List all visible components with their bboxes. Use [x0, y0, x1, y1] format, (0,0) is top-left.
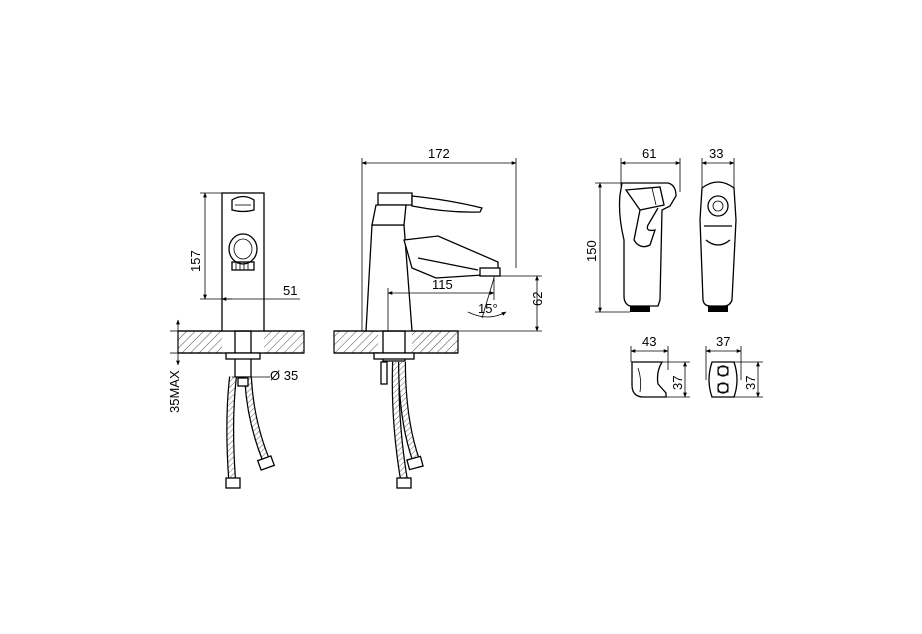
front-hole-label: Ø 35: [270, 368, 298, 383]
holder-plate-width-label: 37: [716, 334, 730, 349]
side-view: 172 115 15° 62: [333, 146, 545, 489]
side-spout-height-label: 62: [530, 292, 545, 306]
holder-height-label: 37: [670, 376, 685, 390]
front-height-label: 157: [188, 250, 203, 272]
holder-plate-height-label: 37: [743, 376, 758, 390]
front-max-label: 35MAX: [167, 370, 182, 413]
hand-shower-front: [699, 181, 737, 307]
holder: 43 37 37 37: [630, 334, 763, 398]
side-length-label: 172: [428, 146, 450, 161]
side-reach-label: 115: [432, 277, 453, 292]
hand-shower: 61 33 150: [584, 146, 737, 313]
front-view: 157 51 Ø 35 35MAX: [167, 192, 305, 489]
hand-shower-depth-label: 33: [709, 146, 723, 161]
hand-shower-width-label: 61: [642, 146, 656, 161]
holder-side: [631, 361, 667, 398]
side-angle-label: 15°: [478, 301, 498, 316]
front-spout-offset-label: 51: [283, 283, 297, 298]
holder-width-label: 43: [642, 334, 656, 349]
hand-shower-side: [618, 182, 677, 307]
hand-shower-height-label: 150: [584, 240, 599, 262]
